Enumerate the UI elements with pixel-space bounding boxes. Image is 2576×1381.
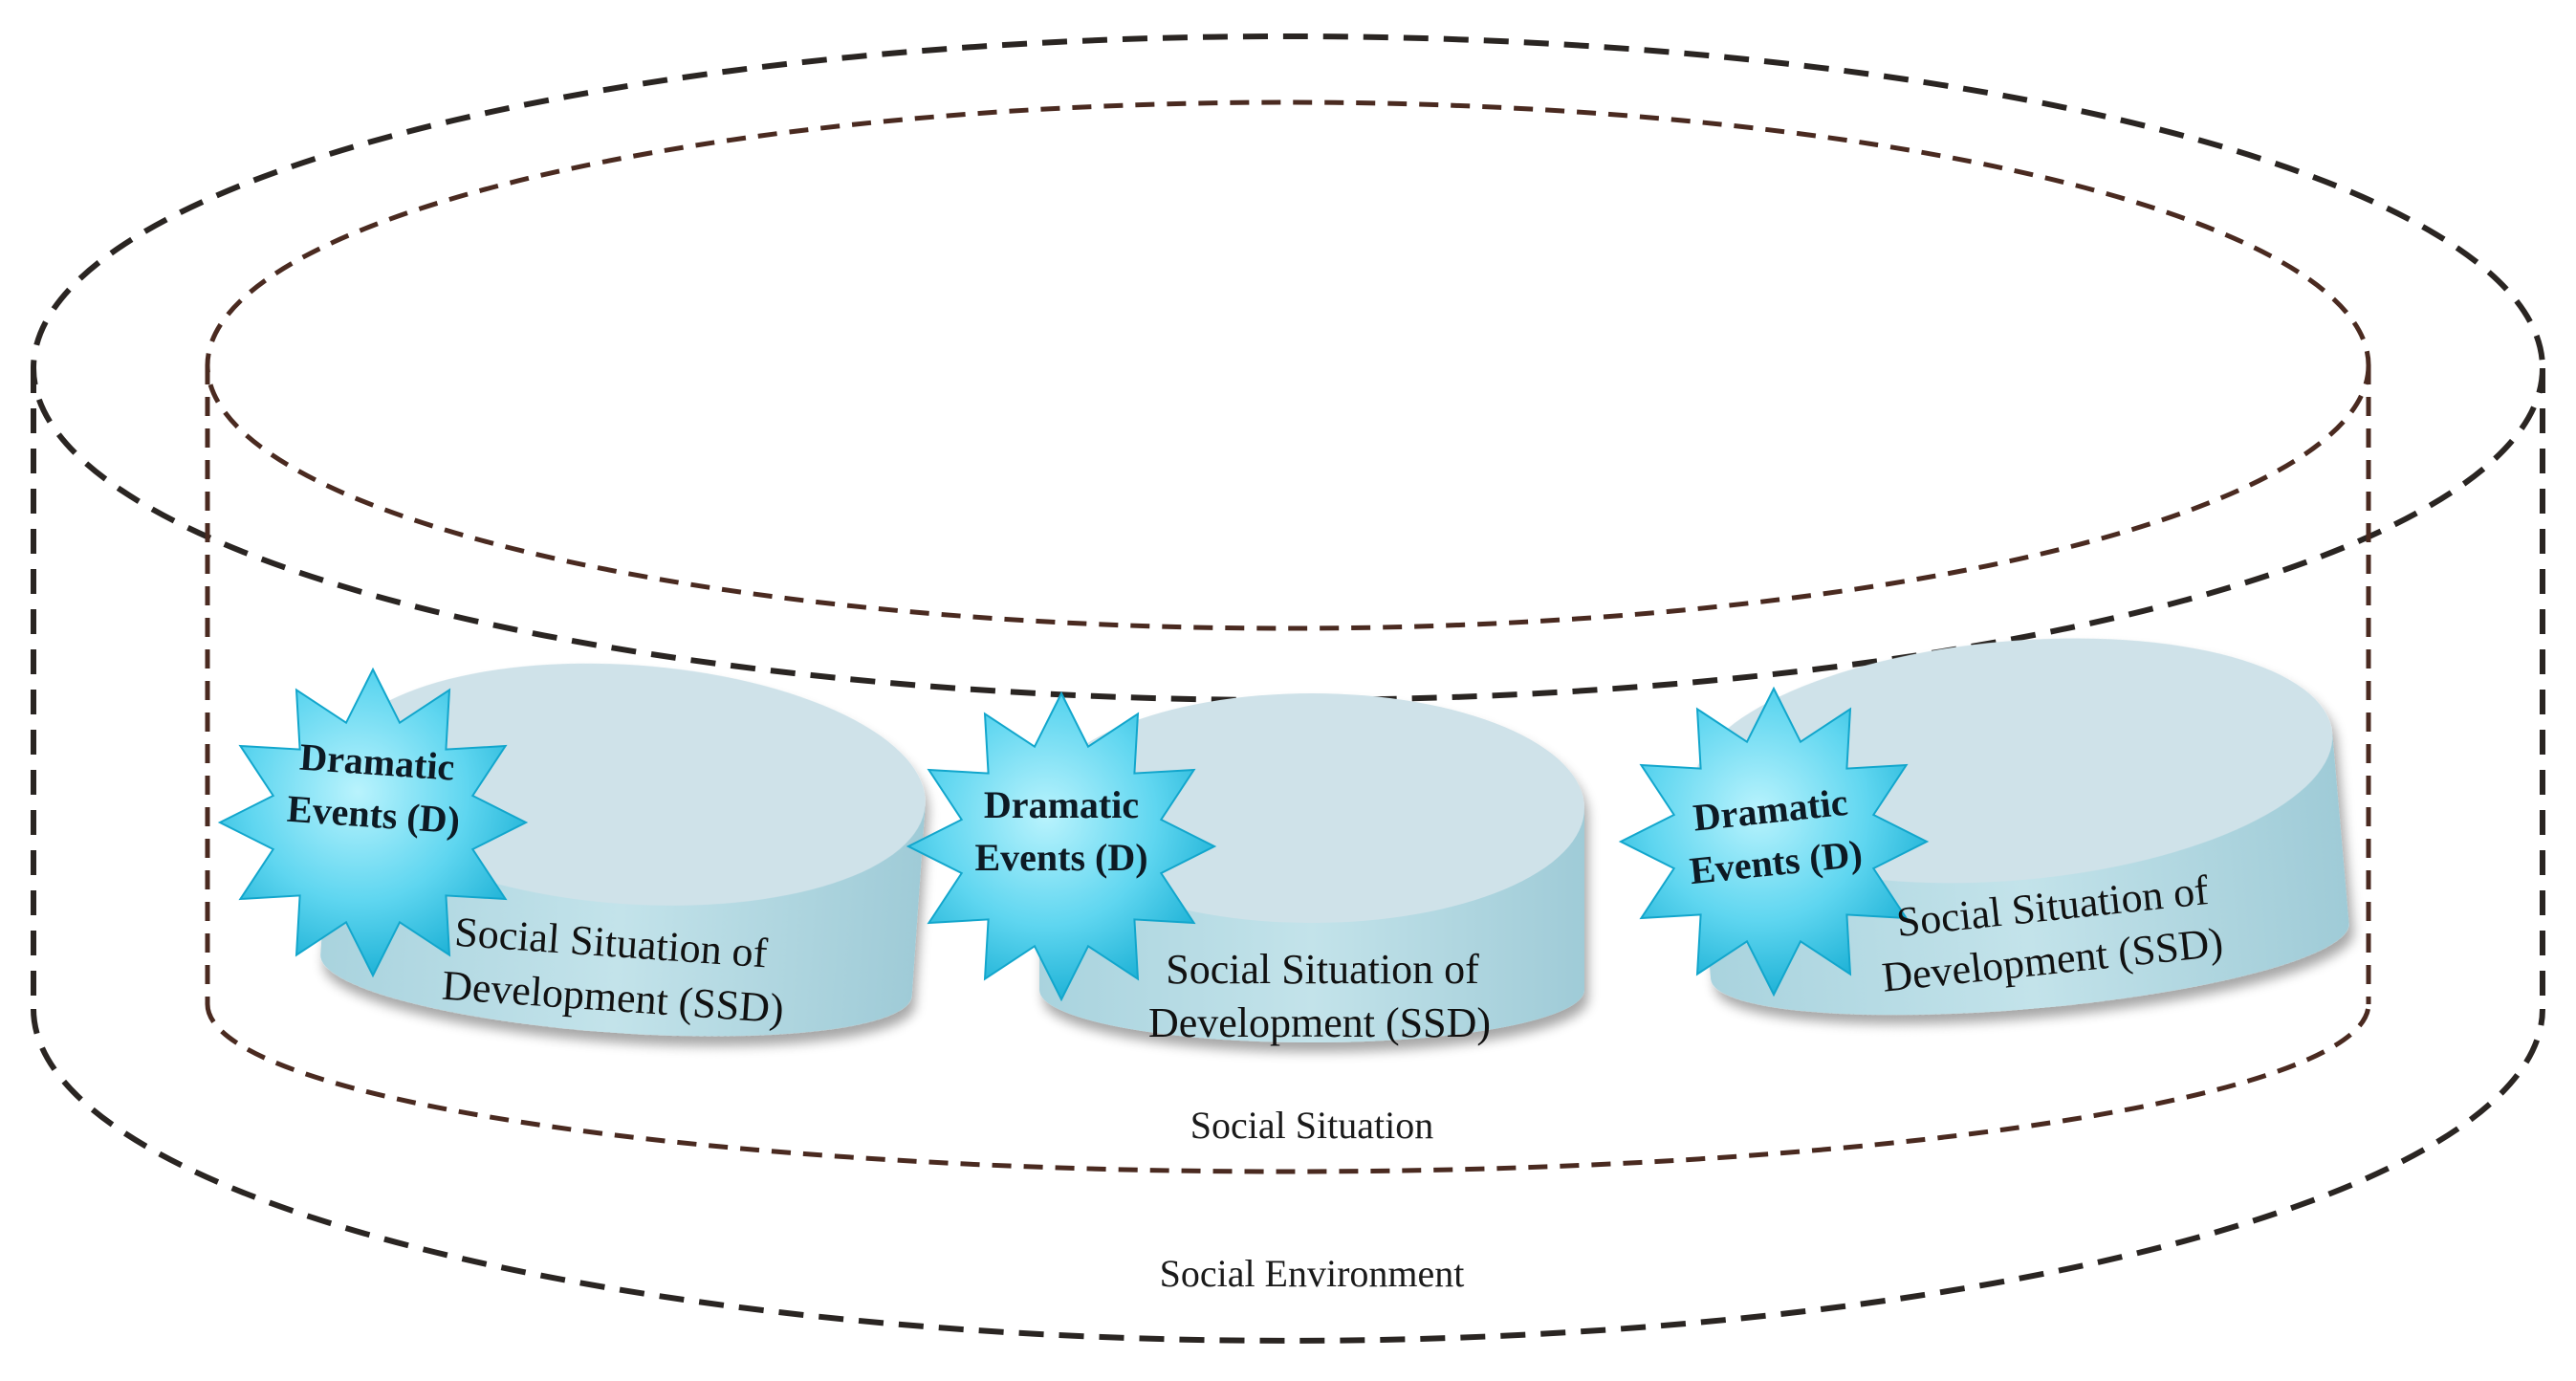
inner-cylinder-bottom xyxy=(205,1003,2371,1174)
inner-cylinder-top xyxy=(205,99,2371,631)
ssd-unit-2: Dramatic Events (D) Social Situation of … xyxy=(906,690,1584,1046)
star-label-line2: Events (D) xyxy=(974,836,1147,879)
star-burst-icon xyxy=(217,667,529,978)
ssd-unit-1: Dramatic Events (D) Social Situation of … xyxy=(217,663,926,1037)
inner-cylinder-social-situation xyxy=(205,99,2371,1174)
outer-cylinder-top xyxy=(31,33,2545,703)
dramatic-events-star-3: Dramatic Events (D) xyxy=(1618,686,1930,997)
dramatic-events-star-1: Dramatic Events (D) xyxy=(217,667,529,978)
star-burst-icon xyxy=(906,690,1217,1002)
social-environment-label: Social Environment xyxy=(1160,1252,1465,1295)
outer-cylinder-social-environment xyxy=(31,33,2545,1344)
ssd-label-line2: Development (SSD) xyxy=(1148,999,1491,1046)
star-label-line1: Dramatic xyxy=(984,783,1139,826)
outer-cylinder-bottom xyxy=(31,1008,2545,1344)
ssd-label-line1: Social Situation of xyxy=(1166,946,1479,993)
dramatic-events-star-2: Dramatic Events (D) xyxy=(906,690,1217,1002)
social-situation-label: Social Situation xyxy=(1190,1104,1433,1147)
ssd-unit-3: Dramatic Events (D) Social Situation of … xyxy=(1618,638,2349,1016)
star-burst-icon xyxy=(1618,686,1930,997)
